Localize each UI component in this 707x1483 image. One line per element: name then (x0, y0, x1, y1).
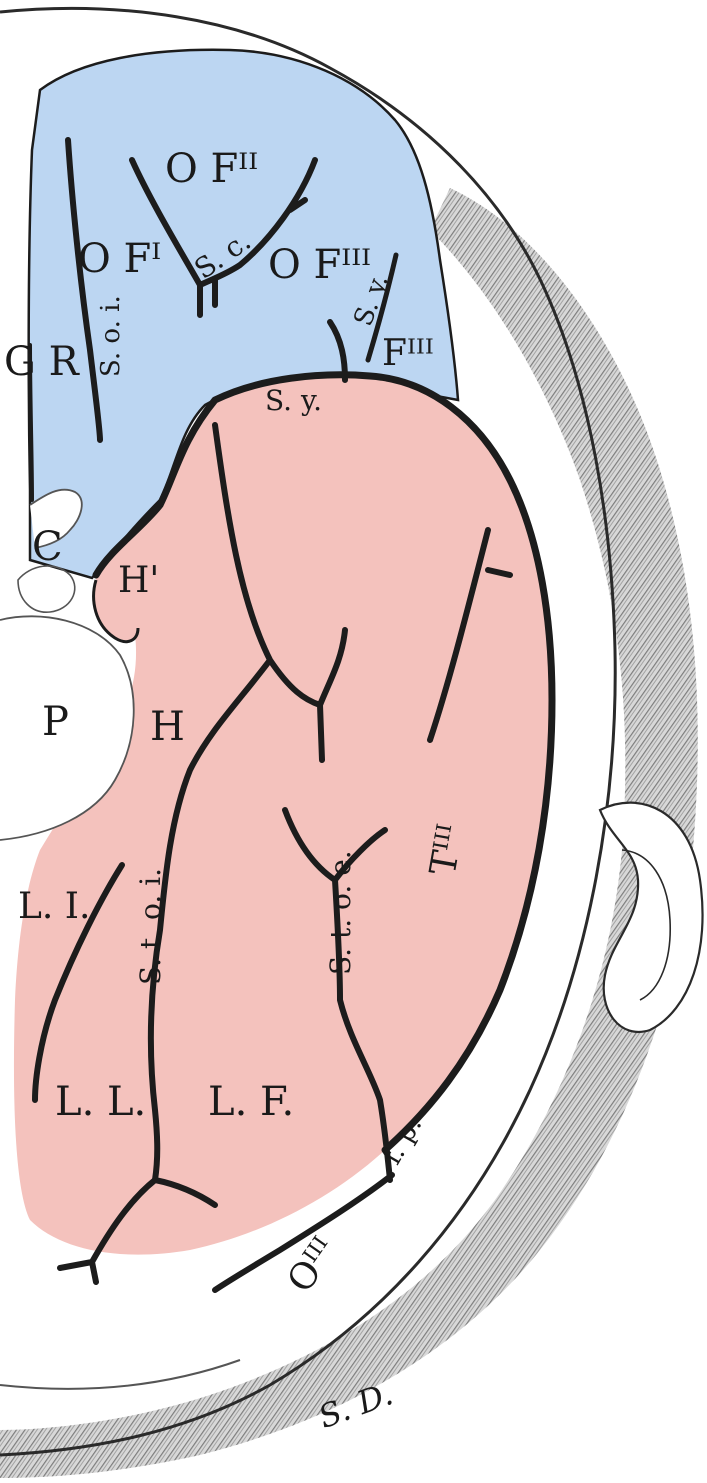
label-of1: O Fᴵ (78, 236, 161, 282)
label-f3: Fᴵᴵᴵ (382, 333, 434, 374)
label-c: C (32, 524, 63, 570)
label-lobus-insula: L. I. (18, 886, 90, 927)
label-lobus-fusiformis: L. F. (208, 1079, 294, 1125)
label-sulcus-orbitalis-interna: S. o. i. (96, 295, 126, 377)
label-t3: Tᴵᴵᴵ (423, 821, 472, 878)
hypophysis-loop (18, 566, 75, 612)
label-h: H (150, 704, 185, 750)
label-of2: O Fᴵᴵ (165, 146, 258, 192)
label-sulcus-temporo-occipitalis-interna: S. t. o. i. (134, 868, 167, 985)
label-h-prime: H' (118, 560, 159, 601)
label-gyrus-rectus: G R (4, 339, 81, 385)
label-sylvian-fissure: S. y. (265, 384, 322, 417)
label-lobus-lingualis: L. L. (55, 1079, 146, 1125)
label-of3: O Fᴵᴵᴵ (268, 242, 371, 288)
label-p: P (42, 699, 69, 745)
inner-outline (0, 1360, 240, 1389)
label-sulcus-temporo-occipitalis-externa: S. t. o. e. (324, 850, 357, 975)
